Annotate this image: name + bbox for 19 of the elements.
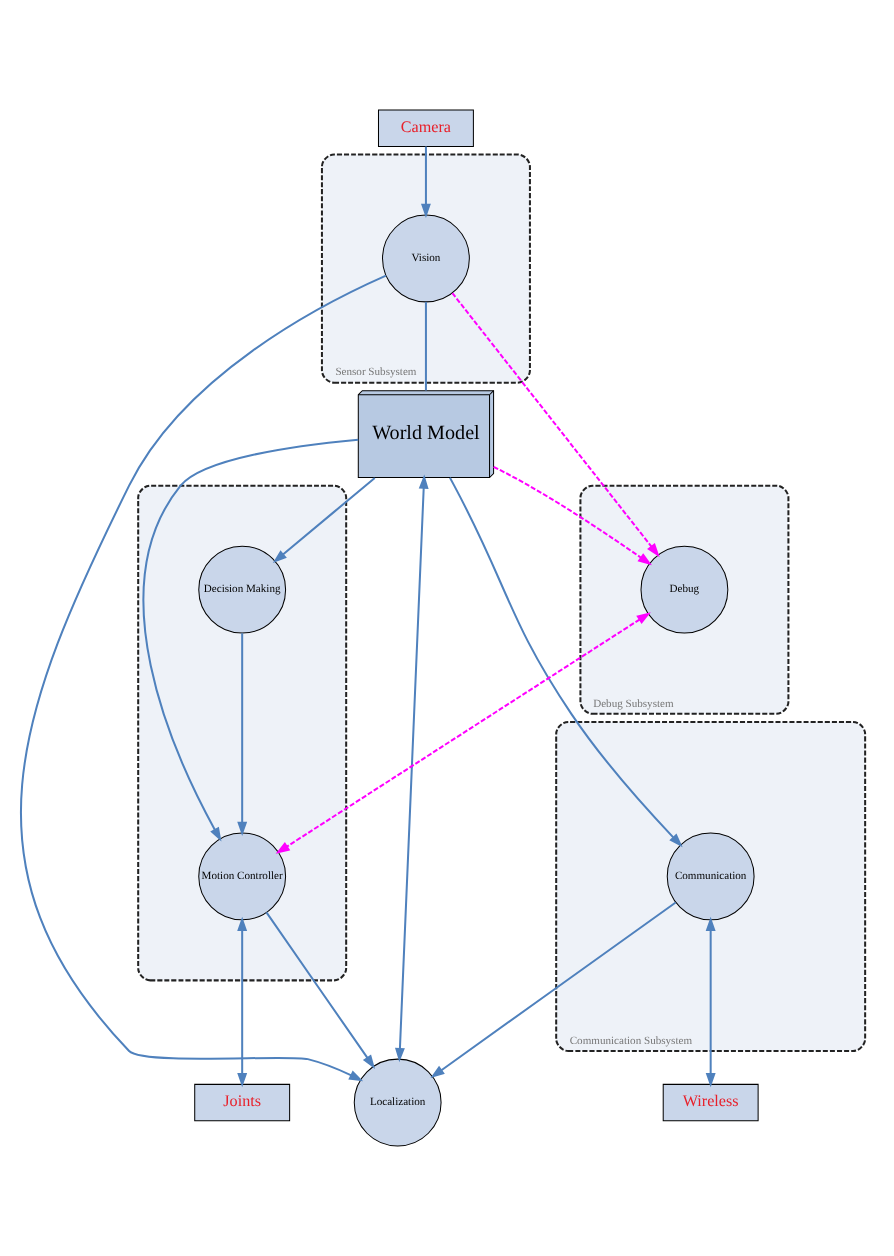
arrow [20, 274, 387, 1082]
arrow [237, 633, 248, 836]
arrow [705, 916, 716, 1088]
arrow [449, 477, 683, 848]
connector [424, 301, 427, 391]
arrow [451, 292, 660, 558]
node-box: Wireless [662, 1083, 759, 1122]
arrow [142, 438, 359, 842]
arrow [493, 465, 652, 566]
arrow [237, 916, 248, 1088]
arrow [420, 146, 431, 218]
arrow [430, 901, 677, 1079]
arrow [395, 474, 429, 1063]
node-box: Camera [377, 109, 474, 147]
node-box: Joints [194, 1083, 291, 1122]
arrow [275, 612, 651, 854]
arrow [272, 477, 376, 564]
arrow [265, 911, 376, 1069]
cluster [137, 484, 348, 982]
